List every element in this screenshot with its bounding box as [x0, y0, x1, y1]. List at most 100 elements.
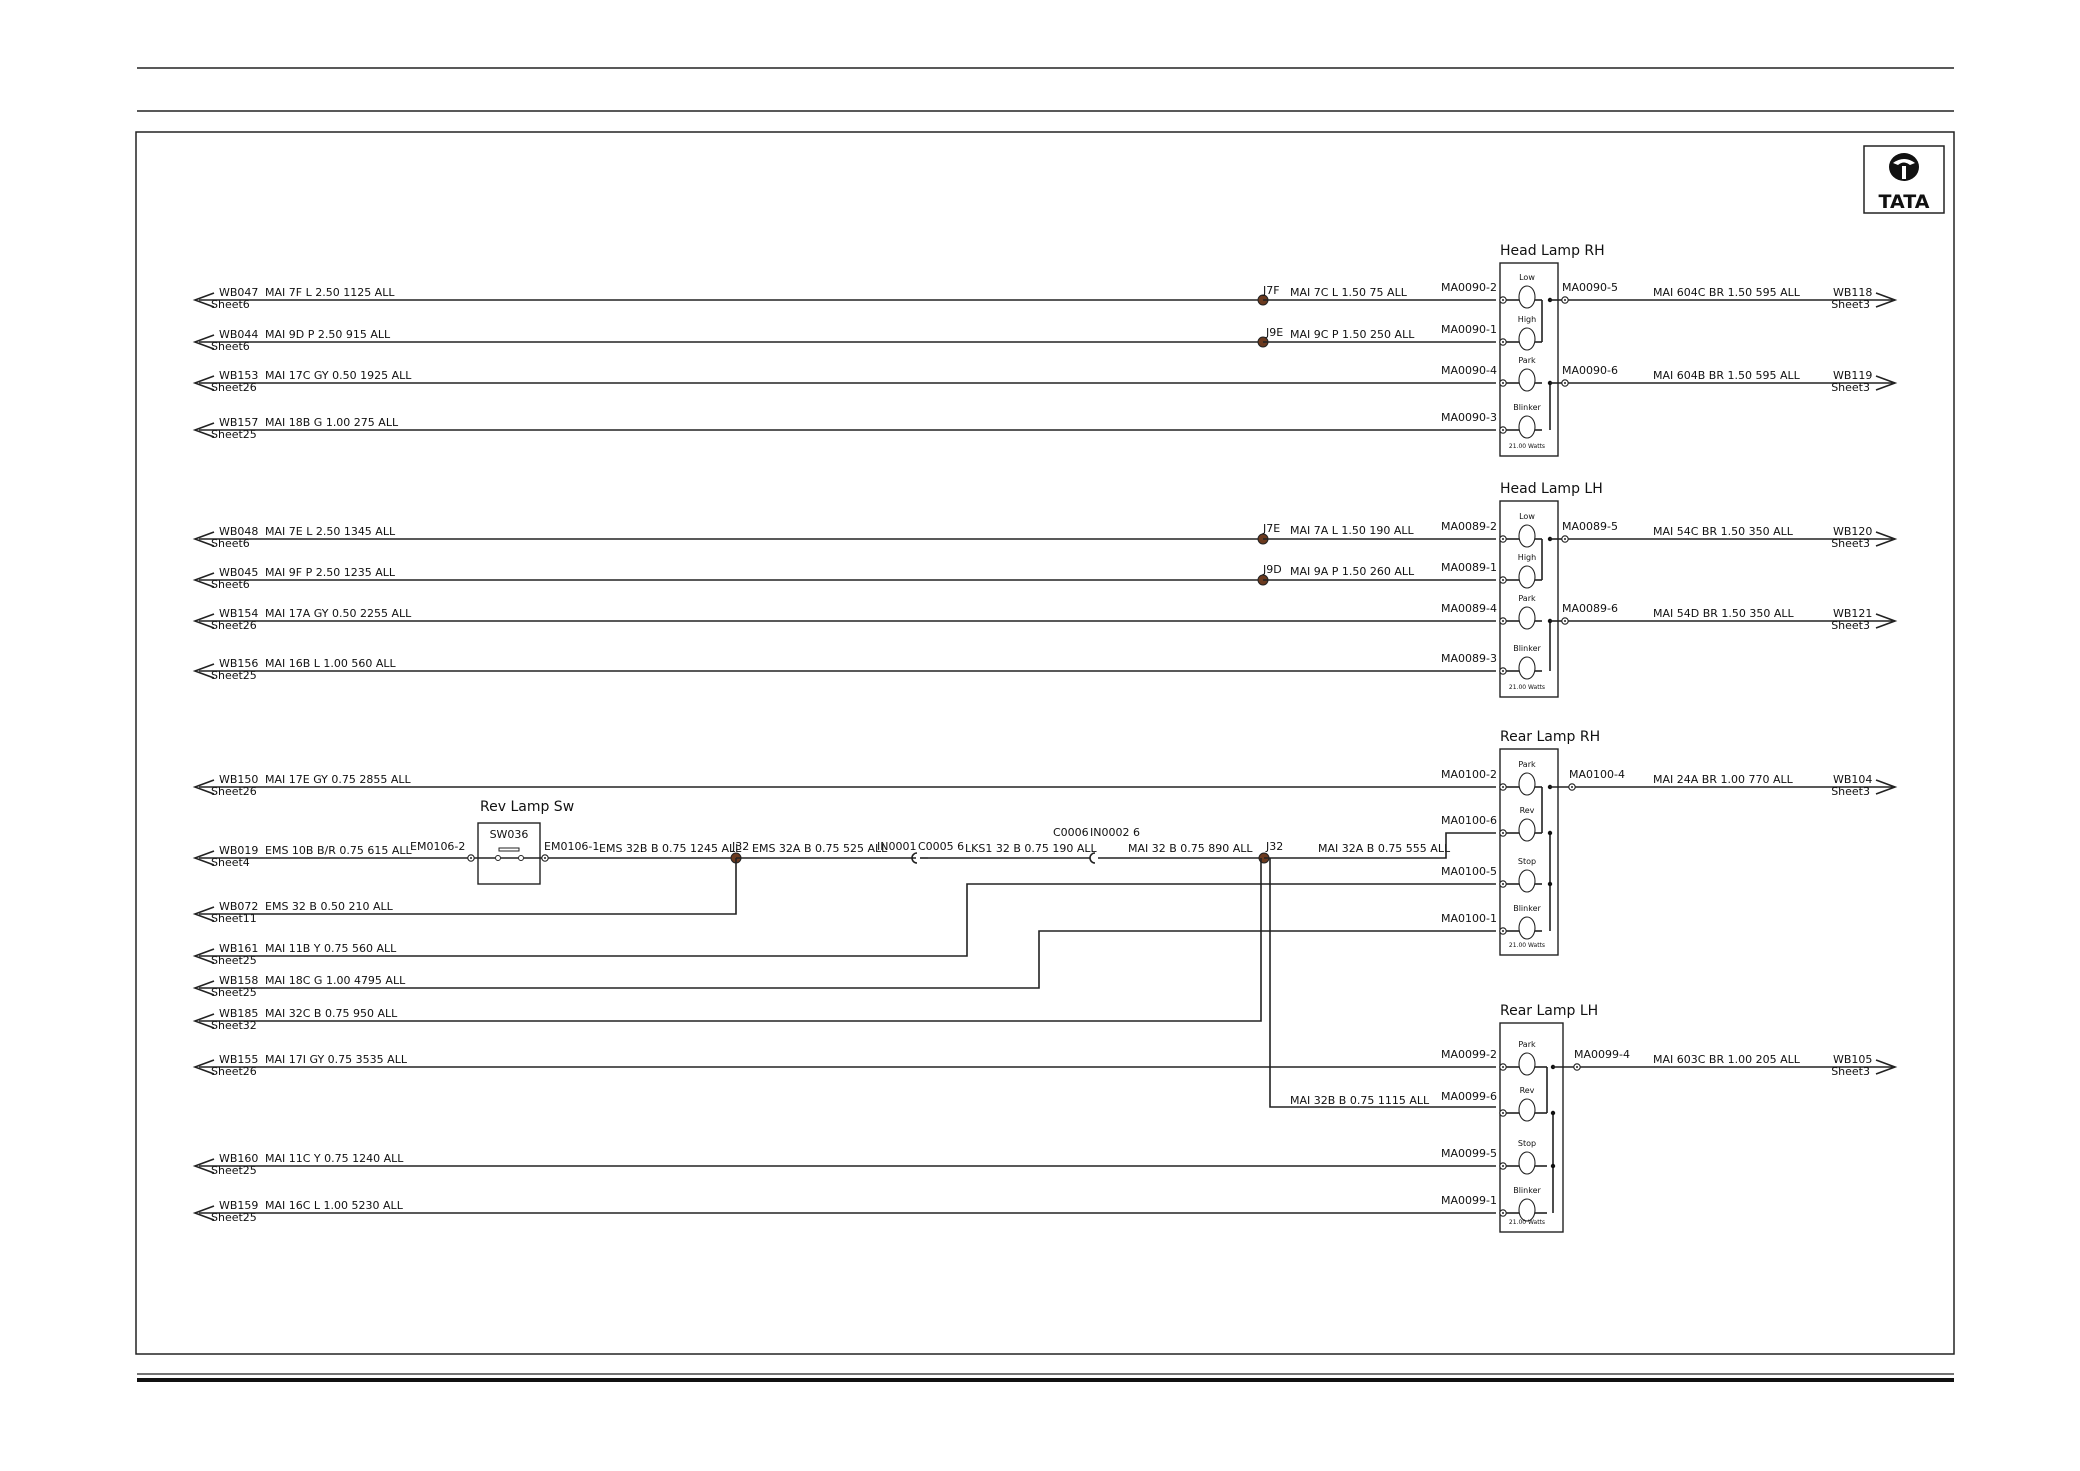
sheet-ref: Sheet25	[211, 986, 257, 999]
bulb-icon	[1518, 285, 1536, 309]
pin-label: MA0090-3	[1441, 411, 1497, 424]
watts-label: 21.00 Watts	[1509, 1219, 1545, 1226]
bulb-icon	[1518, 1198, 1536, 1222]
offsheet-arrow-left	[192, 663, 215, 679]
sheet-ref: Sheet25	[211, 669, 257, 682]
bulb-icon	[1518, 818, 1536, 842]
offsheet-arrow-left	[192, 375, 215, 391]
pin-label: MA0090-2	[1441, 281, 1497, 294]
wire-label: MAI 54C BR 1.50 350 ALL	[1653, 525, 1794, 538]
offsheet-arrow-left	[192, 572, 215, 588]
wire-label: EMS 32 B 0.50 210 ALL	[265, 900, 394, 913]
connector-id: WB119	[1833, 369, 1872, 382]
pin-label: MA0089-5	[1562, 520, 1618, 533]
wire-label: MAI 32A B 0.75 555 ALL	[1318, 842, 1451, 855]
wire-label: EMS 32A B 0.75 525 ALL	[752, 842, 888, 855]
pin-dot	[1502, 1066, 1504, 1068]
offsheet-arrow-right	[1875, 779, 1898, 795]
wire-label: MAI 11B Y 0.75 560 ALL	[265, 942, 397, 955]
bulb-label: High	[1518, 315, 1536, 324]
connector-label: EM0106-2	[410, 840, 465, 853]
inline-connector	[911, 852, 918, 864]
junction-dot	[1550, 1110, 1556, 1116]
switch-title: Rev Lamp Sw	[480, 799, 574, 815]
pin-label: MA0089-1	[1441, 561, 1497, 574]
sheet-ref: Sheet3	[1831, 381, 1870, 394]
bulb-icon	[1518, 1098, 1536, 1122]
wire-label: MAI 9D P 2.50 915 ALL	[265, 328, 391, 341]
wire	[199, 930, 1496, 989]
pin-label: MA0099-2	[1441, 1048, 1497, 1061]
bulb-label: Blinker	[1513, 644, 1541, 653]
connector-id: WB044	[219, 328, 258, 341]
bulb-icon	[1518, 1052, 1536, 1076]
wire	[199, 858, 737, 915]
sheet-ref: Sheet3	[1831, 619, 1870, 632]
bulb-icon	[1518, 606, 1536, 630]
pin-label: MA0099-5	[1441, 1147, 1497, 1160]
wire-label: MAI 7A L 1.50 190 ALL	[1290, 524, 1415, 537]
pin-label: MA0090-6	[1562, 364, 1618, 377]
offsheet-arrow-left	[192, 948, 215, 964]
lamp-title: Head Lamp LH	[1500, 481, 1603, 497]
sheet-ref: Sheet26	[211, 381, 257, 394]
pin-dot	[1502, 579, 1504, 581]
connector-label: C0006	[1053, 826, 1089, 839]
offsheet-arrow-left	[192, 422, 215, 438]
pin-dot	[1502, 299, 1504, 301]
pin-label: MA0100-5	[1441, 865, 1497, 878]
connector-id: WB156	[219, 657, 258, 670]
bulb-icon	[1518, 524, 1536, 548]
wire-label: MAI 11C Y 0.75 1240 ALL	[265, 1152, 404, 1165]
splice-id: J32	[1265, 840, 1283, 853]
watts-label: 21.00 Watts	[1509, 684, 1545, 691]
wire	[1269, 858, 1496, 1108]
bulb-icon	[1518, 327, 1536, 351]
splice-id: J7F	[1262, 284, 1280, 297]
connector-id: WB072	[219, 900, 258, 913]
pin-dot	[1502, 620, 1504, 622]
pin-label: MA0099-4	[1574, 1048, 1630, 1061]
connector-id: WB160	[219, 1152, 258, 1165]
splice-id: J32	[731, 840, 749, 853]
pin-dot	[1564, 382, 1566, 384]
sheet-ref: Sheet25	[211, 1164, 257, 1177]
offsheet-arrow-left	[192, 1013, 215, 1029]
bulb-label: High	[1518, 553, 1536, 562]
sheet-ref: Sheet25	[211, 428, 257, 441]
splice-id: J9D	[1262, 563, 1282, 576]
lamp-title: Rear Lamp RH	[1500, 729, 1600, 745]
wire-label: MAI 17I GY 0.75 3535 ALL	[265, 1053, 408, 1066]
wire	[199, 858, 1262, 1022]
bulb-label: Low	[1519, 512, 1535, 521]
wire-label: MAI 17E GY 0.75 2855 ALL	[265, 773, 412, 786]
bulb-label: Rev	[1520, 806, 1535, 815]
offsheet-arrow-right	[1875, 531, 1898, 547]
wire-label: MAI 9A P 1.50 260 ALL	[1290, 565, 1415, 578]
bulb-label: Park	[1518, 356, 1536, 365]
wire-label: MAI 54D BR 1.50 350 ALL	[1653, 607, 1795, 620]
sheet-ref: Sheet11	[211, 912, 257, 925]
sheet-ref: Sheet6	[211, 537, 250, 550]
bulb-icon	[1518, 368, 1536, 392]
pin-dot	[1576, 1066, 1578, 1068]
pin-dot	[1502, 382, 1504, 384]
switch-contact	[495, 855, 501, 861]
wire-label: MAI 18C G 1.00 4795 ALL	[265, 974, 406, 987]
pin-dot	[1564, 620, 1566, 622]
bulb-label: Stop	[1518, 1139, 1536, 1148]
offsheet-arrow-left	[192, 980, 215, 996]
sheet-ref: Sheet25	[211, 1211, 257, 1224]
wire-label: MAI 7E L 2.50 1345 ALL	[265, 525, 396, 538]
sheet-ref: Sheet6	[211, 298, 250, 311]
connector-id: WB157	[219, 416, 258, 429]
pin-label: MA0100-2	[1441, 768, 1497, 781]
offsheet-arrow-left	[192, 1158, 215, 1174]
connector-id: WB155	[219, 1053, 258, 1066]
wire-label: MAI 9F P 2.50 1235 ALL	[265, 566, 396, 579]
pin-dot	[1502, 832, 1504, 834]
sheet-ref: Sheet3	[1831, 298, 1870, 311]
sheet-ref: Sheet3	[1831, 785, 1870, 798]
connector-id: WB150	[219, 773, 258, 786]
